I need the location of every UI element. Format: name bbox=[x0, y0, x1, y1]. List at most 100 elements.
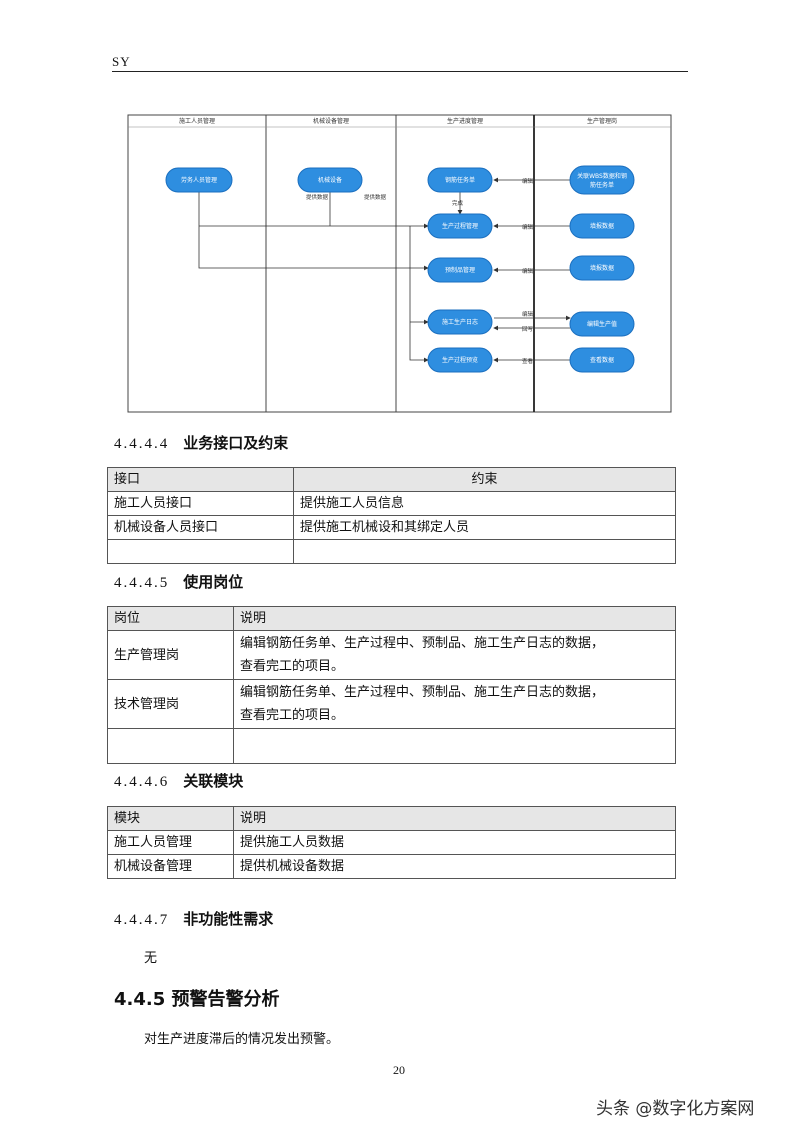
section-title: 关联模块 bbox=[183, 772, 244, 790]
node-daily-log: 施工生产日志 bbox=[427, 309, 493, 335]
svg-text:填报数据: 填报数据 bbox=[590, 222, 614, 230]
table-cell bbox=[107, 539, 294, 564]
svg-text:编辑生产值: 编辑生产值 bbox=[587, 320, 617, 328]
table-row: 机械设备人员接口 提供施工机械设和其绑定人员 bbox=[107, 515, 676, 540]
header-cell: 约束 bbox=[293, 467, 676, 492]
table-cell bbox=[107, 728, 234, 764]
section-number: 4.4.4.7 bbox=[114, 912, 170, 928]
table-header-row: 岗位 说明 bbox=[107, 606, 676, 631]
lane-title-production-post: 生产管理岗 bbox=[587, 117, 617, 125]
table-cell: 机械设备管理 bbox=[107, 854, 234, 879]
section-heading-warning: 4.4.5 预警告警分析 bbox=[114, 989, 280, 1010]
connectors bbox=[198, 177, 571, 363]
section-title: 业务接口及约束 bbox=[183, 434, 289, 452]
section-title: 使用岗位 bbox=[183, 573, 244, 591]
svg-text:查看数据: 查看数据 bbox=[590, 356, 614, 364]
table-cell: 提供机械设备数据 bbox=[233, 854, 676, 879]
header-cell: 说明 bbox=[233, 606, 676, 631]
cell-line: 查看完工的项目。 bbox=[240, 708, 345, 723]
posts-table: 岗位 说明 生产管理岗 编辑钢筋任务单、生产过程中、预制品、施工生产日志的数据，… bbox=[107, 606, 676, 764]
edge-label-provide-data: 提供数据 bbox=[364, 193, 387, 201]
table-cell bbox=[293, 539, 676, 564]
header-cell: 说明 bbox=[233, 806, 676, 831]
process-diagram: 施工人员管理 机械设备管理 生产进度管理 生产管理岗 提供数据 提供数据 完成 … bbox=[127, 114, 672, 413]
edge-label-provide-data: 提供数据 bbox=[306, 193, 329, 201]
table-row: 机械设备管理 提供机械设备数据 bbox=[107, 854, 676, 879]
section-heading-posts: 4.4.4.5 使用岗位 bbox=[114, 571, 243, 592]
svg-text:填报数据: 填报数据 bbox=[590, 264, 614, 272]
header-cell: 模块 bbox=[107, 806, 234, 831]
svg-text:筋任务单: 筋任务单 bbox=[590, 181, 614, 189]
table-header-row: 接口 约束 bbox=[107, 467, 676, 492]
node-machine: 机械设备 bbox=[297, 167, 363, 193]
cell-line: 编辑钢筋任务单、生产过程中、预制品、施工生产日志的数据， bbox=[240, 636, 605, 651]
table-cell: 技术管理岗 bbox=[107, 679, 234, 729]
node-worker-mgmt: 劳务人员管理 bbox=[165, 167, 233, 193]
svg-text:施工生产日志: 施工生产日志 bbox=[442, 318, 478, 326]
table-row: 施工人员管理 提供施工人员数据 bbox=[107, 830, 676, 855]
lane-title-workers: 施工人员管理 bbox=[179, 117, 215, 125]
edge-label-edit: 编辑 bbox=[522, 310, 534, 318]
table-cell: 施工人员接口 bbox=[107, 491, 294, 516]
lane-title-progress: 生产进度管理 bbox=[447, 117, 483, 125]
interface-table: 接口 约束 施工人员接口 提供施工人员信息 机械设备人员接口 提供施工机械设和其… bbox=[107, 467, 676, 564]
page-number: 20 bbox=[393, 1063, 405, 1077]
table-header-row: 模块 说明 bbox=[107, 806, 676, 831]
svg-text:关联WBS数据和钢: 关联WBS数据和钢 bbox=[577, 172, 627, 180]
node-view-data: 查看数据 bbox=[569, 347, 635, 373]
svg-text:机械设备: 机械设备 bbox=[318, 176, 342, 184]
table-cell: 机械设备人员接口 bbox=[107, 515, 294, 540]
node-process-review: 生产过程预览 bbox=[427, 347, 493, 373]
edge-label-edit: 编辑 bbox=[522, 267, 534, 275]
table-row bbox=[107, 728, 676, 764]
section-number: 4.4.4.5 bbox=[114, 575, 170, 591]
edge-label-complete: 完成 bbox=[452, 199, 464, 207]
section-heading-interface: 4.4.4.4 业务接口及约束 bbox=[114, 432, 288, 453]
header-cell: 岗位 bbox=[107, 606, 234, 631]
node-prefab-mgmt: 预制品管理 bbox=[427, 257, 493, 283]
svg-text:预制品管理: 预制品管理 bbox=[445, 266, 475, 274]
table-row bbox=[107, 539, 676, 564]
section-heading-nonfunctional: 4.4.4.7 非功能性需求 bbox=[114, 908, 273, 929]
warning-body: 对生产进度滞后的情况发出预警。 bbox=[144, 1032, 340, 1047]
table-cell: 施工人员管理 bbox=[107, 830, 234, 855]
node-process-mgmt: 生产过程管理 bbox=[427, 213, 493, 239]
cell-line: 查看完工的项目。 bbox=[240, 659, 345, 674]
section-heading-modules: 4.4.4.6 关联模块 bbox=[114, 770, 243, 791]
header-cell: 接口 bbox=[107, 467, 294, 492]
edge-label-edit: 编辑 bbox=[522, 223, 534, 231]
table-cell: 提供施工机械设和其绑定人员 bbox=[293, 515, 676, 540]
svg-text:生产过程管理: 生产过程管理 bbox=[442, 222, 478, 230]
table-row: 施工人员接口 提供施工人员信息 bbox=[107, 491, 676, 516]
lane-title-machines: 机械设备管理 bbox=[313, 117, 349, 125]
table-cell: 编辑钢筋任务单、生产过程中、预制品、施工生产日志的数据， 查看完工的项目。 bbox=[233, 630, 676, 680]
node-fill-data: 填报数据 bbox=[569, 255, 635, 281]
header-rule bbox=[112, 71, 688, 72]
edge-label-view: 查看 bbox=[522, 357, 534, 365]
node-fill-data: 填报数据 bbox=[569, 213, 635, 239]
table-cell: 编辑钢筋任务单、生产过程中、预制品、施工生产日志的数据， 查看完工的项目。 bbox=[233, 679, 676, 729]
edge-label-edit: 编辑 bbox=[522, 177, 534, 185]
svg-text:生产过程预览: 生产过程预览 bbox=[442, 356, 478, 364]
page-header: SY bbox=[112, 54, 131, 69]
node-rebar-task: 钢筋任务单 bbox=[427, 167, 493, 193]
section-number: 4.4.4.6 bbox=[114, 774, 170, 790]
nonfunctional-body: 无 bbox=[144, 951, 158, 966]
svg-text:钢筋任务单: 钢筋任务单 bbox=[445, 176, 475, 184]
edge-label-rollback: 回写 bbox=[522, 326, 534, 333]
svg-text:劳务人员管理: 劳务人员管理 bbox=[181, 176, 217, 184]
table-row: 生产管理岗 编辑钢筋任务单、生产过程中、预制品、施工生产日志的数据， 查看完工的项… bbox=[107, 630, 676, 680]
cell-line: 编辑钢筋任务单、生产过程中、预制品、施工生产日志的数据， bbox=[240, 685, 605, 700]
node-wbs-link: 关联WBS数据和钢 筋任务单 bbox=[569, 165, 635, 195]
table-cell: 提供施工人员数据 bbox=[233, 830, 676, 855]
table-cell bbox=[233, 728, 676, 764]
node-edit-log: 编辑生产值 bbox=[569, 311, 635, 337]
watermark: 头条 @数字化方案网 bbox=[596, 1099, 755, 1119]
modules-table: 模块 说明 施工人员管理 提供施工人员数据 机械设备管理 提供机械设备数据 bbox=[107, 806, 676, 879]
table-cell: 提供施工人员信息 bbox=[293, 491, 676, 516]
section-title: 非功能性需求 bbox=[183, 910, 274, 928]
table-row: 技术管理岗 编辑钢筋任务单、生产过程中、预制品、施工生产日志的数据， 查看完工的项… bbox=[107, 679, 676, 729]
section-number: 4.4.4.4 bbox=[114, 436, 170, 452]
table-cell: 生产管理岗 bbox=[107, 630, 234, 680]
diagram-frame bbox=[127, 114, 672, 413]
